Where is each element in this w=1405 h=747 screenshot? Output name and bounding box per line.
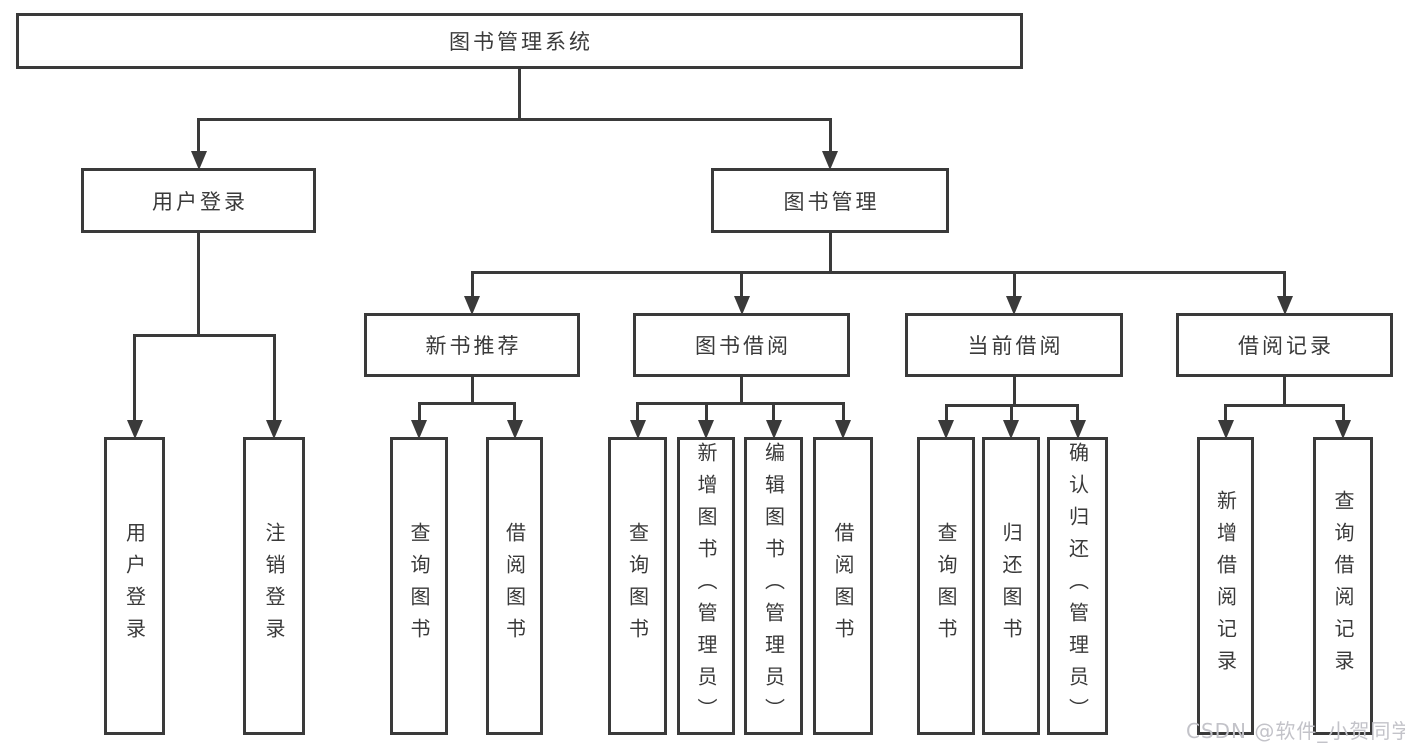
node-leaf-cb-query-book: 查询图书	[917, 437, 975, 735]
arrow-down-icon	[1217, 420, 1234, 439]
node-leaf-user-login-label: 用户登录	[122, 522, 147, 650]
node-book-borrowing: 图书借阅	[633, 313, 850, 377]
node-current-borrowing-label: 当前借阅	[967, 334, 1064, 358]
arrow-down-icon	[411, 420, 427, 439]
connector-vertical-line	[470, 377, 474, 403]
node-leaf-cb-confirm-return: 确认归还（管理员）	[1047, 437, 1108, 735]
connector-vertical-line	[1076, 405, 1079, 422]
arrow-down-icon	[1069, 420, 1086, 439]
arrow-down-icon	[835, 420, 851, 439]
node-user-login: 用户登录	[81, 168, 316, 233]
arrow-down-icon	[765, 420, 782, 439]
connector-horizontal-line	[133, 333, 276, 337]
node-new-book-recommend: 新书推荐	[364, 313, 580, 377]
node-leaf-nb-query-book-label: 查询图书	[407, 522, 431, 650]
arrow-down-icon	[506, 420, 523, 439]
connector-horizontal-line	[417, 401, 516, 405]
node-leaf-logout: 注销登录	[243, 437, 305, 735]
node-leaf-bb-edit-book: 编辑图书（管理员）	[744, 437, 803, 735]
connector-vertical-line	[133, 335, 136, 422]
node-leaf-nb-borrow-book: 借阅图书	[486, 437, 543, 735]
connector-vertical-line	[417, 403, 421, 422]
node-leaf-br-add-record-label: 新增借阅记录	[1213, 490, 1238, 682]
node-leaf-cb-return-book-label: 归还图书	[999, 522, 1023, 650]
node-system-root-label: 图书管理系统	[449, 30, 593, 54]
node-borrowing-records: 借阅记录	[1176, 313, 1393, 377]
node-borrowing-records-label: 借阅记录	[1238, 334, 1334, 358]
arrow-down-icon	[698, 420, 714, 439]
node-leaf-cb-confirm-return-label: 确认归还（管理员）	[1065, 442, 1090, 730]
connector-vertical-line	[740, 377, 743, 403]
node-current-borrowing: 当前借阅	[905, 313, 1123, 377]
node-leaf-br-query-record: 查询借阅记录	[1313, 437, 1373, 735]
node-user-login-label: 用户登录	[152, 189, 248, 214]
connector-vertical-line	[513, 403, 516, 422]
node-leaf-bb-borrow-book-label: 借阅图书	[831, 522, 855, 650]
node-leaf-cb-query-book-label: 查询图书	[934, 522, 958, 650]
connector-vertical-line	[704, 403, 708, 422]
connector-vertical-line	[1283, 272, 1286, 298]
connector-vertical-line	[636, 403, 639, 422]
node-book-borrowing-label: 图书借阅	[695, 334, 791, 358]
node-leaf-bb-query-book: 查询图书	[608, 437, 667, 735]
arrow-down-icon	[190, 151, 207, 170]
connector-vertical-line	[470, 272, 474, 298]
node-book-management: 图书管理	[711, 168, 949, 233]
connector-vertical-line	[772, 403, 775, 422]
connector-vertical-line	[1012, 377, 1016, 405]
connector-horizontal-line	[636, 401, 845, 405]
arrow-down-icon	[1003, 420, 1019, 439]
node-leaf-br-add-record: 新增借阅记录	[1197, 437, 1254, 735]
connector-vertical-line	[1341, 405, 1345, 422]
connector-horizontal-line	[1224, 403, 1345, 407]
node-new-book-recommend-label: 新书推荐	[425, 334, 522, 358]
connector-vertical-line	[740, 272, 743, 298]
arrow-down-icon	[938, 420, 954, 439]
connector-vertical-line	[1009, 405, 1013, 422]
node-leaf-bb-borrow-book: 借阅图书	[813, 437, 873, 735]
connector-vertical-line	[1224, 405, 1227, 422]
node-leaf-nb-query-book: 查询图书	[390, 437, 448, 735]
node-leaf-br-query-record-label: 查询借阅记录	[1331, 490, 1355, 682]
connector-vertical-line	[272, 335, 276, 422]
node-system-root: 图书管理系统	[16, 13, 1023, 69]
arrow-down-icon	[733, 296, 750, 315]
connector-vertical-line	[197, 233, 200, 335]
node-book-management-label: 图书管理	[783, 189, 880, 214]
node-leaf-nb-borrow-book-label: 借阅图书	[502, 522, 527, 650]
connector-vertical-line	[518, 69, 521, 119]
connector-horizontal-line	[470, 270, 1286, 274]
arrow-down-icon	[822, 151, 838, 170]
arrow-down-icon	[1006, 296, 1022, 315]
arrow-down-icon	[126, 420, 143, 439]
node-leaf-bb-add-book: 新增图书（管理员）	[677, 437, 735, 735]
csdn-watermark: CSDN @软件_小贺同学	[1186, 719, 1405, 743]
connector-vertical-line	[841, 403, 845, 422]
node-leaf-cb-return-book: 归还图书	[982, 437, 1040, 735]
connector-vertical-line	[828, 233, 832, 272]
connector-vertical-line	[197, 119, 200, 153]
node-leaf-user-login: 用户登录	[104, 437, 165, 735]
connector-horizontal-line	[197, 117, 832, 121]
connector-vertical-line	[1012, 272, 1016, 298]
arrow-down-icon	[1335, 420, 1351, 439]
connector-vertical-line	[944, 405, 948, 422]
arrow-down-icon	[266, 420, 282, 439]
node-leaf-logout-label: 注销登录	[262, 522, 286, 650]
arrow-down-icon	[629, 420, 646, 439]
node-leaf-bb-query-book-label: 查询图书	[625, 522, 650, 650]
node-leaf-bb-add-book-label: 新增图书（管理员）	[694, 442, 718, 730]
node-leaf-bb-edit-book-label: 编辑图书（管理员）	[761, 442, 786, 730]
arrow-down-icon	[464, 296, 480, 315]
connector-vertical-line	[1283, 377, 1286, 405]
arrow-down-icon	[1276, 296, 1293, 315]
connector-vertical-line	[828, 119, 832, 153]
